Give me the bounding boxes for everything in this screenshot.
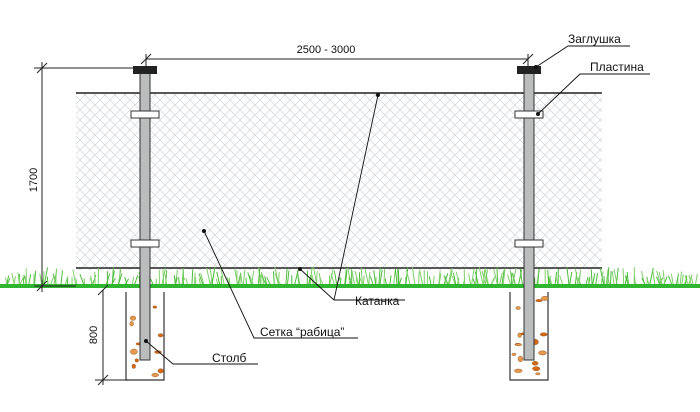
cap-label: Заглушка	[568, 32, 621, 46]
right-post-plate-top	[514, 110, 544, 119]
left-post-plate-bottom	[130, 239, 160, 248]
height-dimension-label: 1700	[28, 168, 40, 192]
height-dimension-line	[34, 62, 148, 292]
depth-dimension-line	[95, 284, 128, 386]
leader-dots	[144, 65, 540, 343]
leader-lines	[145, 45, 650, 365]
right-post-cap	[517, 66, 541, 74]
depth-dimension-label: 800	[88, 326, 100, 344]
width-dimension-label: 2500 - 3000	[297, 44, 356, 56]
width-dimension-line	[140, 53, 534, 66]
chain-link-mesh	[76, 92, 602, 270]
left-post	[130, 66, 160, 361]
ground-line	[0, 284, 700, 288]
post-label: Столб	[212, 351, 246, 365]
left-post-plate-top	[130, 110, 160, 119]
right-post	[514, 66, 544, 361]
right-post-plate-bottom	[514, 239, 544, 248]
wire-rod-label: Катанка	[355, 294, 400, 308]
left-post-cap	[133, 66, 157, 74]
plate-label: Пластина	[590, 60, 644, 74]
mesh-label: Сетка “рабица”	[260, 325, 344, 339]
